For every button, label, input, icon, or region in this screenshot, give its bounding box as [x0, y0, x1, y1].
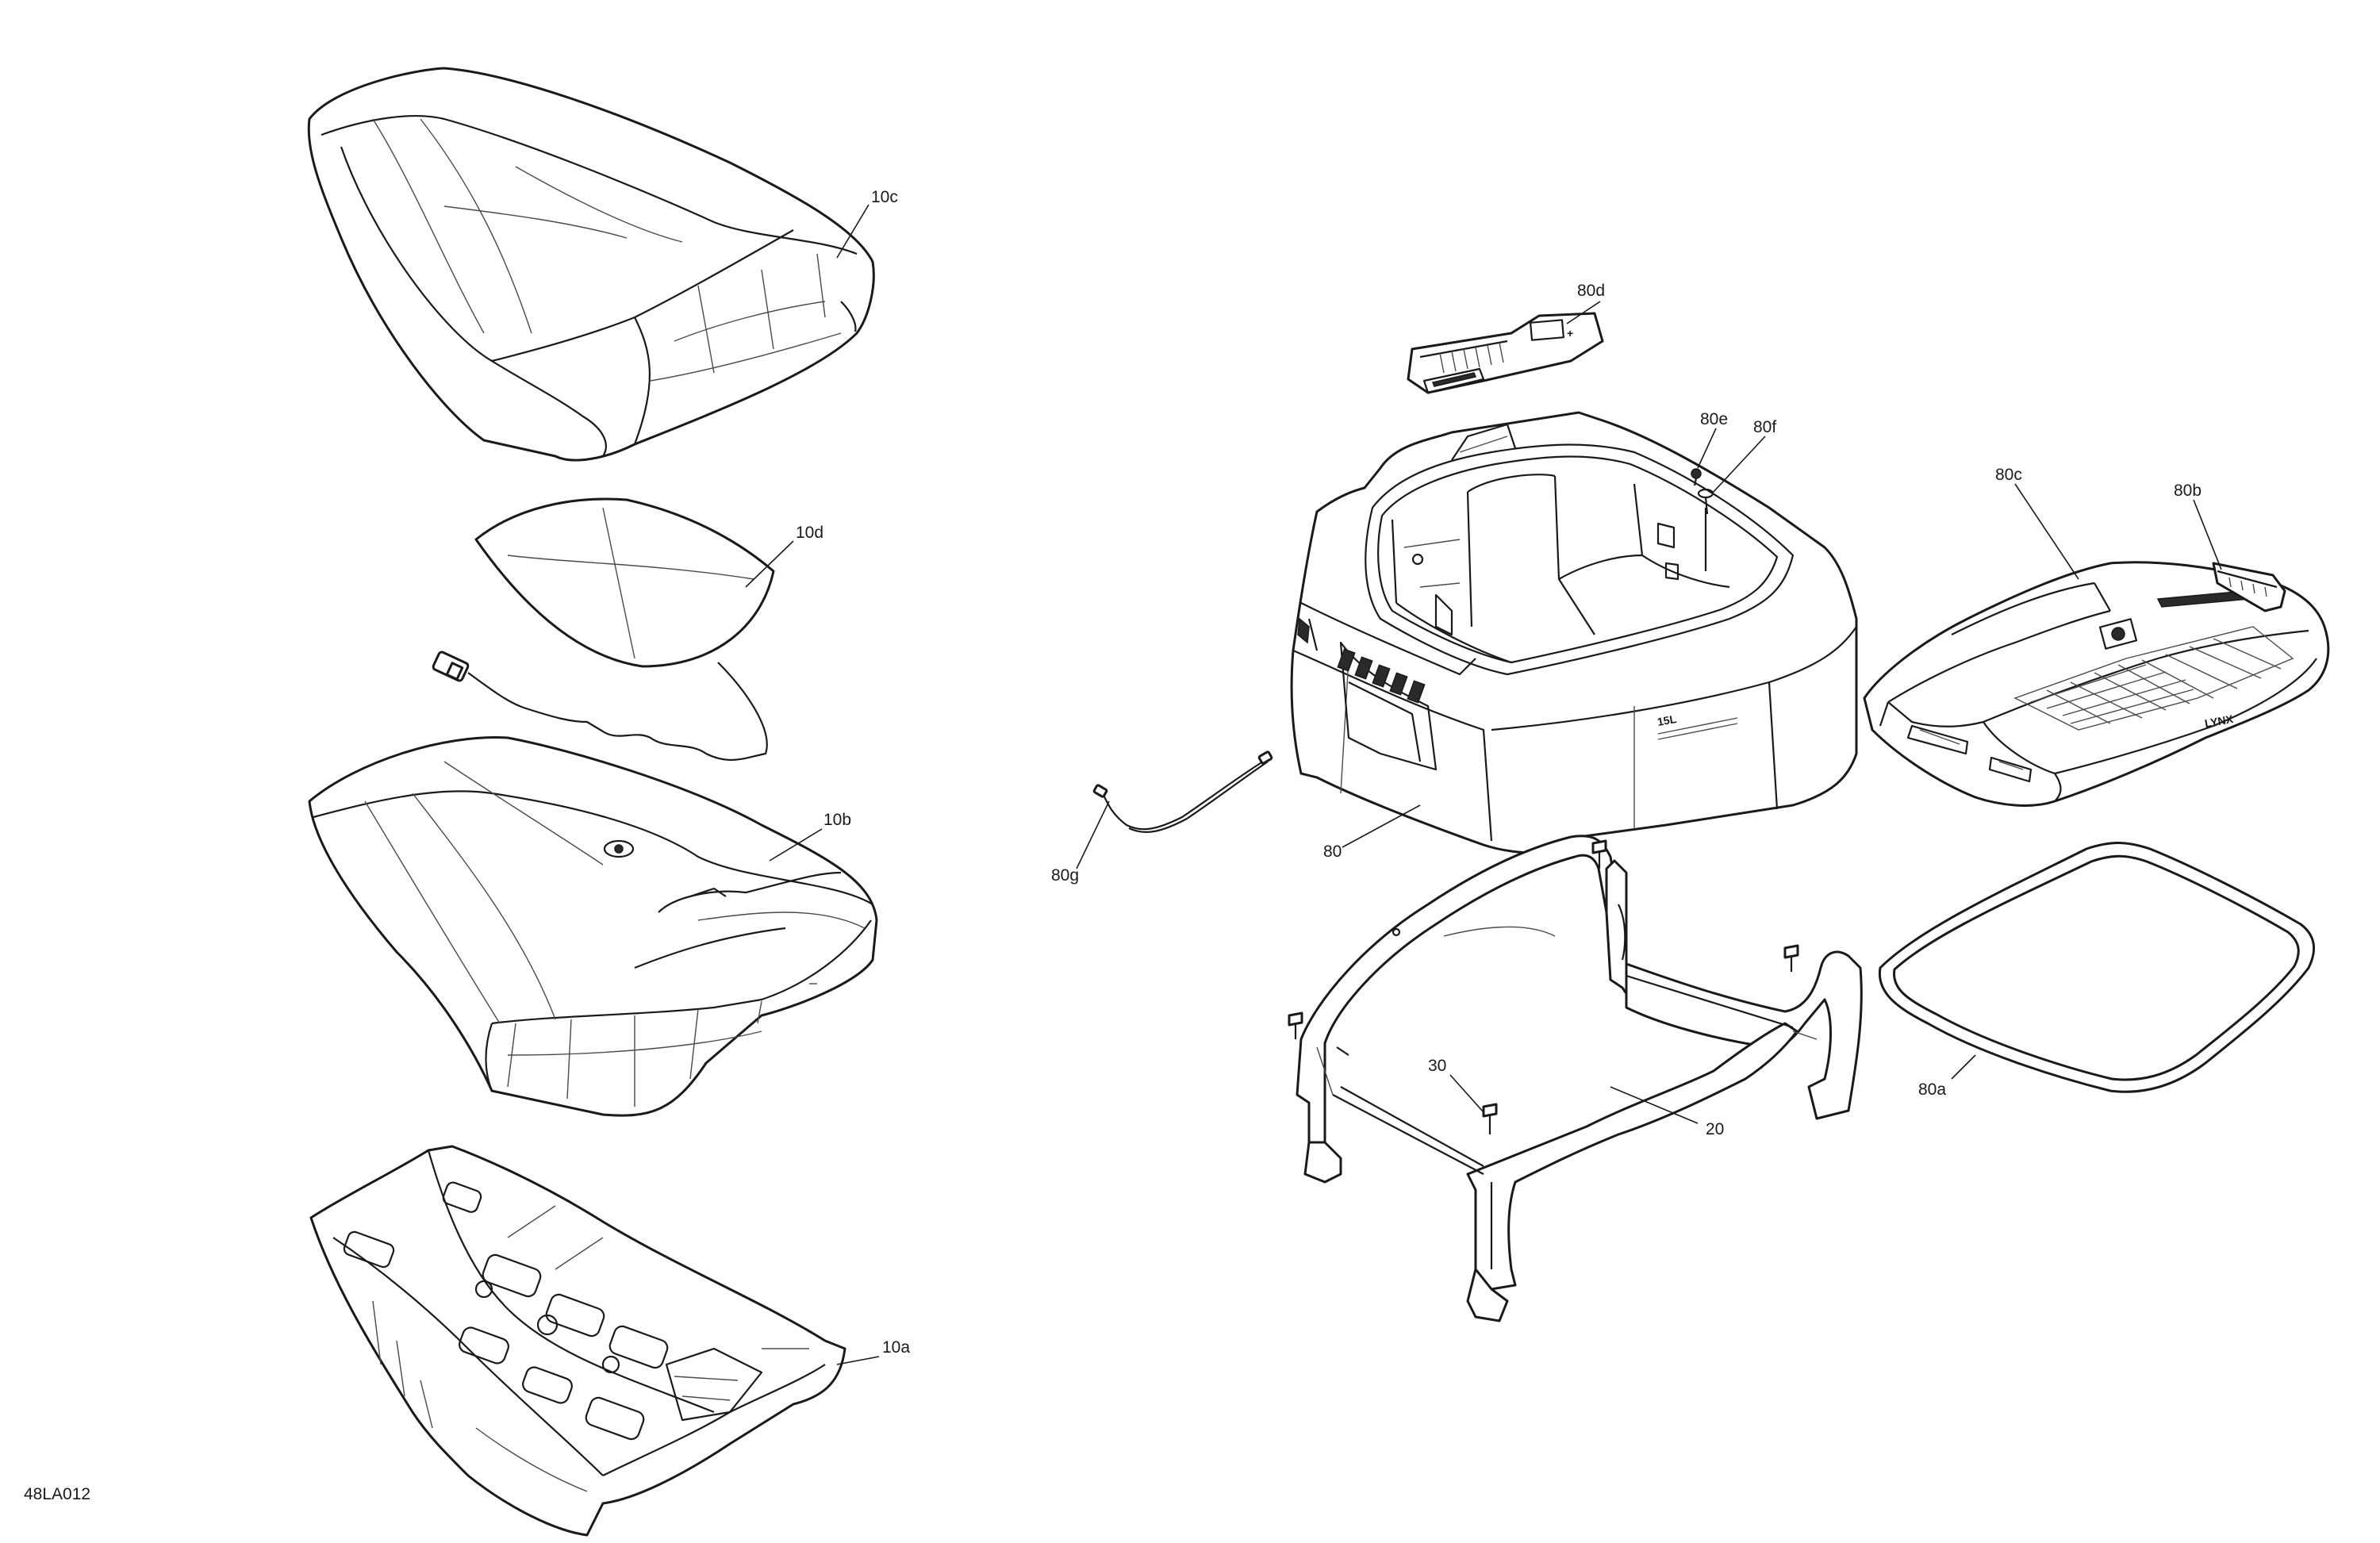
callout-80a: 80a: [1918, 1080, 1946, 1099]
lid-grid-texture: [2013, 626, 2294, 731]
diagram-code: 48LA012: [24, 1485, 90, 1503]
callout-80d: 80d: [1577, 282, 1605, 300]
callout-30: 30: [1428, 1057, 1446, 1075]
bolt-30-d: [1482, 1103, 1498, 1134]
box-latch-teeth: [1337, 648, 1426, 704]
lid-brand-marking: LYNX: [2204, 712, 2235, 730]
part-10b-seat-foam: [308, 736, 878, 1117]
callout-10b: 10b: [823, 811, 851, 829]
part-80c-lid: LYNX: [1863, 561, 2330, 807]
callout-80g: 80g: [1051, 866, 1079, 885]
bolt-30-a: [1591, 839, 1607, 869]
callout-80: 80: [1323, 843, 1342, 861]
callout-80e: 80e: [1700, 410, 1728, 428]
callout-20: 20: [1706, 1120, 1724, 1138]
bolt-30-b: [1783, 944, 1799, 972]
box-capacity-marking: 15L: [1656, 712, 1678, 728]
part-80-storage-box: 15L: [1290, 411, 1858, 854]
leader-lines: [745, 204, 2222, 1365]
part-20-mounting-frame: [1296, 835, 1863, 1322]
part-80a-gasket: [1878, 842, 2316, 1093]
part-80d-bracket: +: [1407, 312, 1604, 394]
callout-80c: 80c: [1995, 466, 2022, 484]
part-80b-latch: [2212, 562, 2286, 612]
callout-10c: 10c: [871, 188, 898, 206]
part-10a-seat-base: [309, 1145, 846, 1537]
callout-labels: 10c 10d 10b 10a 80d 80e 80f 80c 80b 80 8…: [796, 188, 2202, 1357]
part-10d-heating-element: [432, 497, 775, 762]
callout-80b: 80b: [2174, 482, 2202, 500]
callout-10a: 10a: [882, 1338, 910, 1357]
part-80e-screw: [1691, 468, 1702, 486]
callout-10d: 10d: [796, 524, 823, 542]
part-10c-seat-cover: [307, 67, 875, 462]
bolt-30-c: [1288, 1011, 1303, 1039]
part-80g-wire: [1092, 750, 1273, 833]
svg-text:+: +: [1567, 327, 1573, 340]
part-30-bolts: [1288, 839, 1799, 1134]
callout-80f: 80f: [1753, 418, 1776, 436]
